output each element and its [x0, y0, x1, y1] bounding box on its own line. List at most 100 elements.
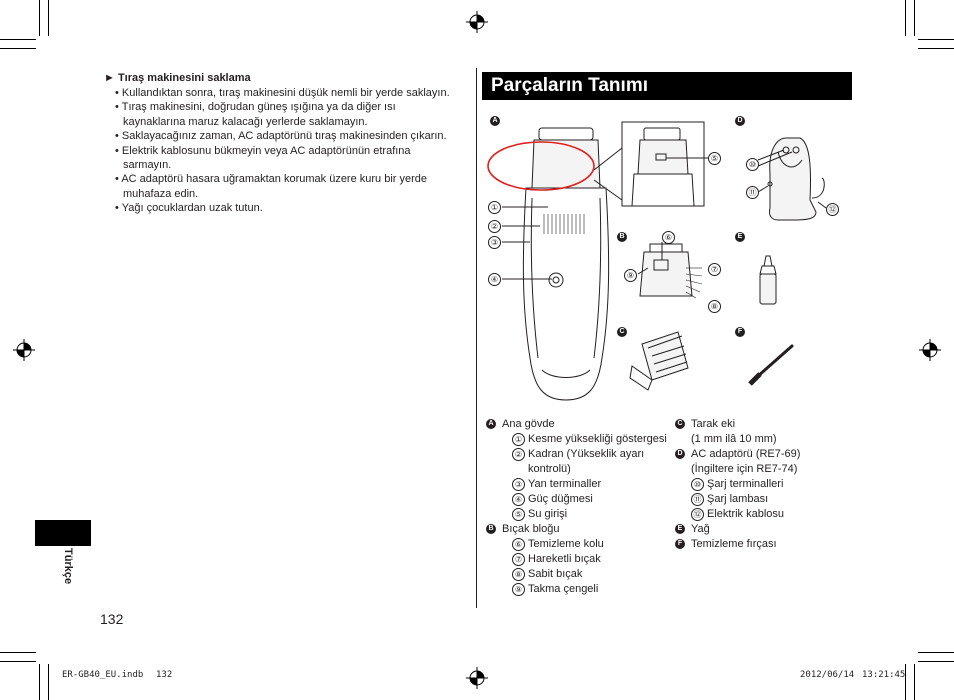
oil-bottle-illustration: [759, 255, 777, 305]
legend-label: Bıçak bloğu: [502, 523, 560, 535]
language-label: Türkçe: [62, 548, 74, 585]
legend-label: AC adaptörü (RE7-69): [691, 448, 801, 460]
footer-date: 2012/06/14: [800, 670, 855, 680]
legend-heading-d: D AC adaptörü (RE7-69): [675, 447, 855, 462]
legend-text: Temizleme kolu: [528, 538, 604, 550]
list-item: Tıraş makinesini, doğrudan güneş ışığına…: [115, 100, 460, 129]
legend-heading-b: B Bıçak bloğu: [486, 522, 672, 537]
registration-target-icon: [466, 667, 488, 689]
badge-d: D: [675, 449, 685, 459]
legend-text: Elektrik kablosu: [707, 508, 785, 520]
legend-note: (1 mm ilâ 10 mm): [691, 433, 777, 445]
registration-target-icon: [13, 339, 35, 361]
legend-number: ⑨: [512, 583, 525, 596]
figure-badge-e: E: [735, 232, 745, 242]
list-item: AC adaptörü hasara uğramaktan korumak üz…: [115, 172, 460, 201]
legend-heading-e: E Yağ: [675, 522, 855, 537]
callout-9: ⑨: [624, 269, 637, 282]
highlight-circle: [487, 141, 595, 191]
legend-label: Tarak eki: [691, 418, 736, 430]
legend-number: ③: [512, 478, 525, 491]
footer-filename: ER-GB40_EU.indb: [62, 670, 144, 680]
callout-8: ⑧: [708, 300, 721, 313]
ac-adaptor-illustration: [757, 137, 827, 221]
legend-text: Şarj terminalleri: [707, 478, 784, 490]
legend-heading-c: C Tarak eki: [675, 417, 855, 432]
legend-note: (İngiltere için RE7-74): [691, 463, 798, 475]
legend-label: Yağ: [691, 523, 710, 535]
section-title: Parçaların Tanımı: [482, 72, 852, 100]
column-divider: [476, 68, 477, 608]
badge-c: C: [675, 419, 685, 429]
badge-e: E: [675, 524, 685, 534]
list-item: Yağı çocuklardan uzak tutun.: [115, 201, 460, 215]
legend-text: Sabit bıçak: [528, 568, 583, 580]
storage-heading: ► Tıraş makinesini saklama: [104, 72, 251, 84]
callout-1: ①: [488, 201, 501, 214]
language-tab: [35, 520, 91, 546]
footer-time: 13:21:45: [862, 670, 906, 680]
callout-7: ⑦: [708, 263, 721, 276]
legend-text: Şarj lambası: [707, 493, 769, 505]
inset-illustration: [593, 121, 708, 207]
badge-a: A: [486, 419, 496, 429]
callout-4: ④: [488, 273, 501, 286]
legend-number: ④: [512, 493, 525, 506]
legend-right: C Tarak eki (1 mm ilâ 10 mm) D AC adaptö…: [675, 417, 855, 552]
figure-badge-a: A: [490, 116, 500, 126]
list-item: Kullandıktan sonra, tıraş makinesini düş…: [115, 86, 460, 100]
legend-number: ⑥: [512, 538, 525, 551]
callout-11: ⑪: [746, 186, 759, 199]
storage-list: Kullandıktan sonra, tıraş makinesini düş…: [115, 86, 460, 216]
legend-text: Hareketli bıçak: [528, 553, 601, 565]
registration-target-icon: [466, 11, 488, 33]
legend-number: ⑫: [691, 508, 704, 521]
callout-6: ⑥: [662, 231, 675, 244]
callout-5: ⑤: [708, 152, 721, 165]
legend-text: Güç düğmesi: [528, 493, 593, 505]
figure-badge-b: B: [617, 232, 627, 242]
page-number: 132: [100, 611, 124, 627]
registration-target-icon: [919, 339, 941, 361]
list-item: Saklayacağınız zaman, AC adaptörünü tıra…: [115, 129, 460, 143]
parts-illustration: [487, 121, 827, 401]
legend-number: ⑧: [512, 568, 525, 581]
legend-text: Yan terminaller: [528, 478, 602, 490]
legend-text: Kadran (Yükseklik ayarı kontrolü): [528, 448, 645, 475]
blade-block-illustration: [637, 242, 703, 299]
legend-label: Temizleme fırçası: [691, 538, 777, 550]
legend-number: ⑦: [512, 553, 525, 566]
legend-text: Takma çengeli: [528, 583, 599, 595]
legend-number: ⑩: [691, 478, 704, 491]
legend-heading-a: A Ana gövde: [486, 417, 672, 432]
list-item: Elektrik kablosunu bükmeyin veya AC adap…: [115, 144, 460, 173]
legend-number: ②: [512, 448, 525, 461]
comb-attachment-illustration: [629, 331, 689, 391]
figure-badge-f: F: [735, 327, 745, 337]
legend-text: Su girişi: [528, 508, 568, 520]
callout-3: ③: [488, 236, 501, 249]
badge-b: B: [486, 524, 496, 534]
legend-number: ⑪: [691, 493, 704, 506]
cleaning-brush-illustration: [748, 344, 794, 386]
legend-heading-f: F Temizleme fırçası: [675, 537, 855, 552]
callout-2: ②: [488, 220, 501, 233]
figure-badge-d: D: [735, 116, 745, 126]
legend-number: ①: [512, 433, 525, 446]
figure-badge-c: C: [617, 327, 627, 337]
badge-f: F: [675, 539, 685, 549]
callout-10: ⑩: [746, 158, 759, 171]
